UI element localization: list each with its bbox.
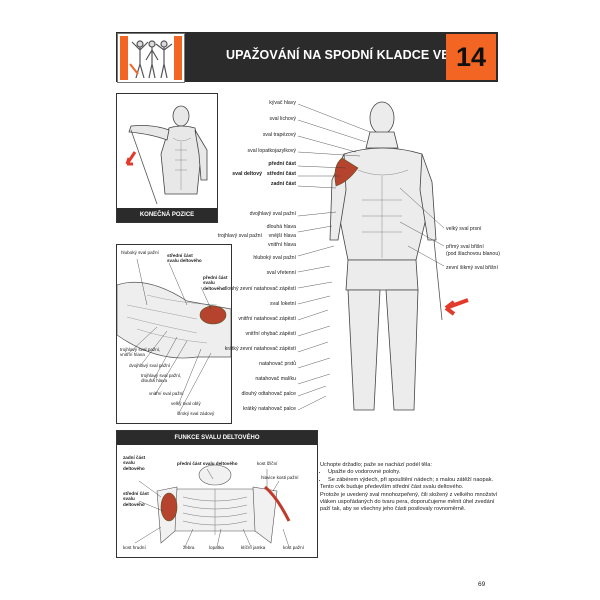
label-clavicle: kost lžíční [257, 461, 278, 466]
label-deltoid-middle-part: střední část [266, 171, 296, 177]
exercise-number-badge: 14 [446, 34, 496, 80]
label-sternum: kost hrudní [123, 545, 146, 550]
label-deltoid-anterior-part: přední část [268, 161, 296, 167]
label-trapezius: sval trapézový [262, 132, 296, 138]
final-position-illustration [125, 105, 208, 205]
label-omohyoid: sval lopatkojazylkový [247, 148, 296, 154]
label-extensor-digitorum: natahovač prstů [259, 361, 296, 367]
label-ribs: žebra [183, 545, 195, 550]
label-humerus: kost pažní [283, 545, 304, 550]
label-extensor-carpi-ulnaris: vnitřní natahovač zápěstí [238, 316, 296, 322]
label-triceps-medial-head-main: vnitřní hlava [268, 242, 296, 248]
arm-detail-panel: hluboký sval pažní střední část svalu de… [116, 244, 232, 424]
instructions-bullet-1: Upažte do vodorovné polohy. [328, 469, 502, 476]
instructions-text: Uchopte držadlo; paže se nachází podél t… [320, 462, 502, 514]
label-anterior-deltoid: přední část svalu deltového [203, 275, 228, 291]
label-deep-arm-muscle: hluboký sval pažní [121, 250, 159, 255]
final-position-panel: KONEČNÁ POZICE [116, 93, 218, 223]
label-rectus-abdominis-note: (pod šlachovou blanou) [446, 251, 500, 257]
label-abductor-pollicis-longus: dlouhý odtahovač palce [241, 391, 296, 397]
label-teres-major: velký sval oblý [171, 401, 201, 406]
label-deltoid-posterior-part: zadní část [270, 181, 296, 187]
label-latissimus-dorsi: široký sval zádový [177, 411, 215, 416]
label-extensor-digiti-minimi: natahovač malíku [255, 376, 296, 382]
instructions-list: Upažte do vodorovné polohy. Se zábérem v… [320, 469, 502, 484]
final-position-caption: KONEČNÁ POZICE [117, 208, 217, 222]
label-brachialis: vnitřní sval pažní [149, 391, 184, 396]
label-brachialis-main: hluboký sval pažní [253, 255, 296, 261]
label-triceps-lateral-head: vnější hlava [268, 233, 296, 239]
label-biceps: dvojhlavý sval pažní [129, 363, 171, 368]
label-humeral-head: hlavice kosti pažní [261, 475, 299, 480]
label-middle-deltoid-fn: střední část svalu deltového [123, 491, 149, 507]
label-splenius: sval lichový [269, 116, 296, 122]
label-brachioradialis: sval vřetenní [266, 270, 296, 276]
page-title: UPAŽOVÁNÍ NA SPODNÍ KLADCE VE STOJI [226, 48, 490, 62]
deltoid-highlight-left [160, 492, 178, 522]
instructions-paragraph-1: Tento cvik buduje především střední část… [320, 484, 464, 491]
label-anconeus: sval loketní [270, 301, 296, 307]
label-glenoid: klíční jamka [241, 545, 266, 550]
deltoid-highlight [199, 305, 227, 325]
exercise-thumbnail [117, 33, 185, 83]
label-flexor-carpi-ulnaris: vnitřní ohybač zápěstí [245, 331, 296, 337]
thumbnail-accent-right [174, 36, 182, 80]
label-biceps-main: dvojhlavý sval pažní [249, 211, 296, 217]
deltoid-function-panel: FUNKCE SVALU DELTOVÉHO zadní část svalu … [116, 430, 318, 558]
instructions-paragraph-2: Protože je uvedený sval mnohozpeřený, či… [320, 491, 498, 513]
thumbnail-accent-left [120, 36, 128, 80]
arm-detail-illustration [117, 258, 231, 414]
label-posterior-deltoid: zadní část svalu deltového [123, 455, 146, 471]
thumbnail-figures-illustration [129, 40, 173, 79]
label-middle-deltoid: střední část svalu deltového [167, 253, 202, 264]
label-extensor-carpi-radialis-longus: dlouhý zevní natahovač zápěstí [223, 286, 296, 292]
label-rectus-abdominis: přímý sval břišní [446, 244, 484, 250]
deltoid-highlight-main [334, 157, 359, 187]
label-triceps-long-head: trojhlavý sval pažní, dlouhá hlava [141, 373, 182, 384]
main-figure-illustration [329, 101, 469, 411]
label-deltoid: sval deltový [232, 171, 262, 177]
label-scapula: lopatka [209, 545, 224, 550]
page-number: 69 [478, 581, 486, 588]
deltoid-highlight-right [264, 485, 291, 522]
label-external-oblique: zevní šikmý sval břišní [446, 265, 498, 271]
label-extensor-carpi-radialis-brevis: krátký zevní natahovač zápěstí [224, 346, 296, 352]
skeleton-illustration [134, 464, 291, 548]
label-triceps-medial-head: trojhlavý sval pažní, vnitřní hlava [120, 347, 161, 358]
instructions-bullet-2: Se zábérem výdech, při spouštění nádech;… [328, 477, 502, 484]
label-pectoralis-major: velký sval prsní [446, 226, 482, 232]
label-anterior-deltoid-fn: přední část svalu deltového [177, 461, 238, 466]
label-triceps: trojhlavý sval pažní [217, 233, 262, 239]
instructions-intro: Uchopte držadlo; paže se nachází podél t… [320, 462, 432, 468]
label-sternocleidomastoid: kývač hlavy [269, 100, 296, 106]
label-extensor-pollicis-brevis: krátký natahovač palce [242, 406, 296, 412]
main-leader-lines [297, 103, 445, 411]
deltoid-function-caption: FUNKCE SVALU DELTOVÉHO [117, 431, 317, 445]
label-triceps-long-head-main: dlouhá hlava [266, 224, 296, 230]
